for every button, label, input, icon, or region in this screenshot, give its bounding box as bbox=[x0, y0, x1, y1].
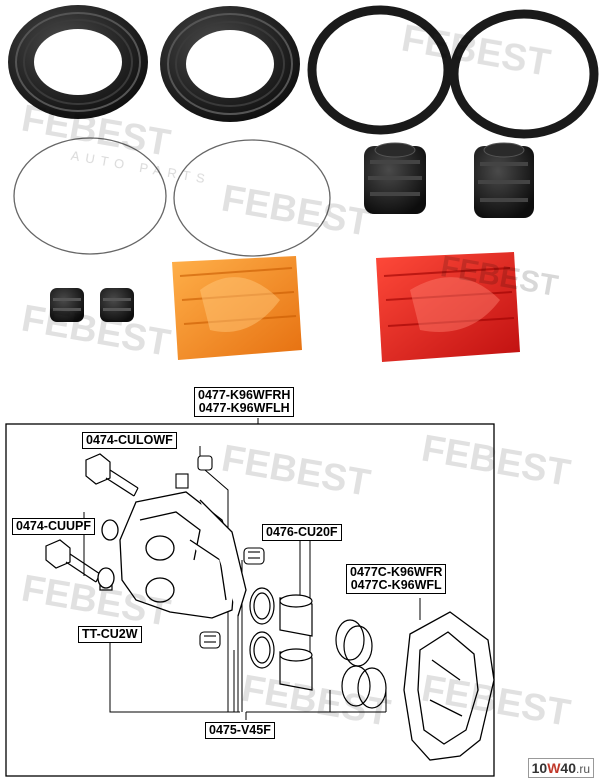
piston-boot-seal-2 bbox=[160, 6, 300, 122]
site-badge-accent: W bbox=[547, 760, 561, 776]
site-badge: 10W40.ru bbox=[527, 758, 594, 778]
label-repair-kit: 0475-V45F bbox=[205, 722, 275, 739]
small-boot-upper bbox=[243, 547, 265, 565]
bushing-1 bbox=[50, 288, 84, 322]
label-bleeder: TT-CU2W bbox=[78, 626, 142, 643]
caliper-body bbox=[97, 491, 247, 619]
o-ring-2 bbox=[449, 9, 599, 139]
svg-text:FEBEST: FEBEST bbox=[218, 438, 373, 505]
svg-text:FEBEST: FEBEST bbox=[18, 298, 173, 365]
piston-seal-rings bbox=[249, 587, 275, 669]
site-badge-prefix: 10 bbox=[531, 760, 548, 776]
small-boot-lower bbox=[199, 631, 221, 649]
bleeder-screw bbox=[175, 455, 213, 489]
svg-text:FEBEST: FEBEST bbox=[218, 178, 373, 245]
label-guide-bolt-lower: 0474-CUUPF bbox=[12, 518, 96, 535]
site-badge-suffix: .ru bbox=[575, 762, 590, 776]
guide-pin-boot-1 bbox=[364, 142, 426, 214]
label-caliper-assembly-rh: 0477-K96WFRH bbox=[198, 388, 291, 402]
grease-packet-red bbox=[376, 252, 520, 362]
label-caliper-assembly-lh: 0477-K96WFLH bbox=[198, 401, 290, 415]
label-bracket-l: 0477C-K96WFL bbox=[350, 578, 442, 592]
guide-bolt-upper bbox=[85, 453, 139, 497]
pistons bbox=[279, 594, 313, 691]
o-ring-1 bbox=[307, 5, 453, 135]
label-bracket: 0477C-K96WFR 0477C-K96WFL bbox=[346, 564, 447, 594]
label-guide-bolt-upper: 0474-CULOWF bbox=[82, 432, 177, 449]
svg-text:FEBEST: FEBEST bbox=[418, 428, 573, 495]
label-caliper-assembly: 0477-K96WFRH 0477-K96WFLH bbox=[194, 387, 295, 417]
label-bracket-r: 0477C-K96WFR bbox=[350, 565, 443, 579]
label-piston: 0476-CU20F bbox=[262, 524, 342, 541]
dust-seal-rings bbox=[335, 619, 387, 709]
grease-packet-orange bbox=[172, 256, 302, 360]
site-badge-middle: 40 bbox=[560, 760, 576, 776]
diagram-frame bbox=[5, 423, 495, 777]
bushing-2 bbox=[100, 288, 134, 322]
retaining-ring-1 bbox=[13, 137, 167, 255]
retaining-ring-2 bbox=[173, 139, 331, 257]
caliper-bracket bbox=[403, 611, 495, 761]
guide-pin-boot-2 bbox=[474, 142, 534, 218]
piston-boot-seal-1 bbox=[8, 5, 148, 119]
